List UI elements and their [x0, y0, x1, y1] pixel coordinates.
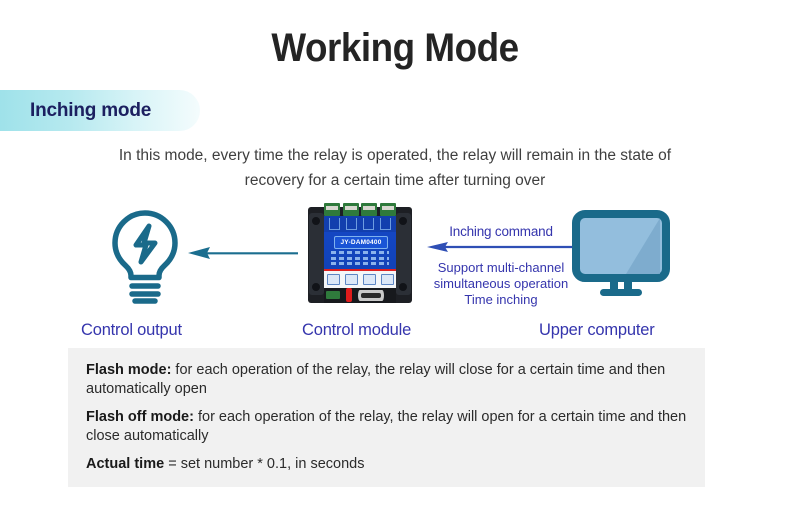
page-title: Working Mode: [271, 26, 519, 70]
pcb-chip-icon: [344, 274, 358, 285]
module-mount-right: [396, 213, 411, 295]
note-actual-time-lead: Actual time: [86, 456, 165, 472]
pcb-chip-icon: [326, 274, 340, 285]
module-mount-left: [309, 213, 324, 295]
pcb-connector-outline: [363, 218, 374, 230]
note-flash-off-mode-lead: Flash off mode:: [86, 409, 194, 425]
pcb-printed-text: [331, 251, 389, 268]
arrow-left-icon-command: [425, 240, 577, 258]
control-module-image: JY-DAM0400: [308, 203, 412, 308]
module-terminal-blocks: [324, 203, 396, 216]
pcb-chip-icon: [362, 274, 376, 285]
note-actual-time-body: = set number * 0.1, in seconds: [164, 456, 365, 472]
terminal-block: [324, 203, 340, 216]
pcb-top-band: [324, 216, 396, 232]
pcb-icon-strip: [324, 271, 396, 288]
pcb-red-divider: [324, 269, 396, 271]
pcb-text-row: [331, 262, 389, 265]
mount-hole-icon: [312, 283, 320, 291]
note-flash-mode-body: for each operation of the relay, the rel…: [86, 362, 666, 397]
terminal-block: [342, 203, 359, 216]
light-bulb-icon: [108, 208, 182, 309]
command-sub-line-1: Support multi-channel: [437, 260, 565, 275]
note-flash-off-mode-body: for each operation of the relay, the rel…: [86, 409, 687, 444]
module-bottom-edge: [324, 288, 396, 303]
pcb-text-row: [331, 256, 389, 260]
inching-command-group: Inching command Support multi-channel si…: [425, 224, 577, 308]
module-pcb-face: JY-DAM0400: [324, 216, 396, 288]
note-flash-mode-lead: Flash mode:: [86, 362, 172, 378]
mode-badge-label: Inching mode: [30, 99, 152, 121]
notes-panel: Flash mode: for each operation of the re…: [68, 348, 705, 487]
mode-badge: Inching mode: [0, 90, 200, 131]
mount-hole-icon: [312, 217, 320, 225]
pcb-green-pad: [326, 291, 340, 299]
command-sub-line-3: Time inching: [464, 292, 538, 307]
pcb-text-row: [331, 251, 389, 254]
mount-hole-icon: [399, 217, 407, 225]
label-upper-computer: Upper computer: [539, 321, 655, 339]
note-flash-off-mode: Flash off mode: for each operation of th…: [86, 408, 689, 446]
module-part-number-label: JY-DAM0400: [334, 236, 388, 249]
inching-command-label: Inching command: [449, 224, 553, 239]
pcb-connector-outline: [346, 218, 357, 230]
pcb-connector-outline: [380, 218, 391, 230]
pcb-chip-icon: [380, 274, 394, 285]
note-actual-time: Actual time = set number * 0.1, in secon…: [86, 455, 689, 474]
note-flash-mode: Flash mode: for each operation of the re…: [86, 361, 689, 399]
working-mode-diagram: JY-DAM0400 Inching command: [0, 200, 790, 348]
db-serial-connector: [358, 290, 384, 301]
mode-description: In this mode, every time the relay is op…: [118, 147, 672, 189]
terminal-block: [361, 203, 378, 216]
computer-monitor-icon: [572, 210, 670, 303]
red-jumper-icon: [346, 288, 352, 302]
pcb-connector-outline: [329, 218, 340, 230]
label-control-output: Control output: [81, 321, 182, 339]
terminal-block: [379, 203, 396, 216]
arrow-left-icon-output: [186, 245, 298, 266]
command-sub-line-2: simultaneous operation: [433, 276, 569, 291]
label-control-module: Control module: [302, 321, 412, 339]
mount-hole-icon: [399, 283, 407, 291]
